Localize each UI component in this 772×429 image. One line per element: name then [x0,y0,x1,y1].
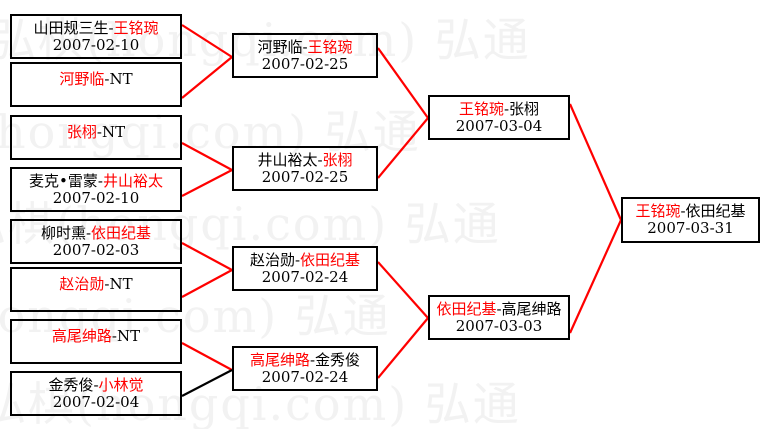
match-date: 2007-02-24 [261,267,349,286]
separator: - [309,351,316,369]
player-left: 依田纪基 [436,300,497,318]
match-date: 2007-02-25 [261,54,349,73]
player-right: 依田纪基 [685,202,746,220]
match-players: 河野临-NT [59,71,132,88]
player-left: 麦克•雷蒙 [29,172,98,190]
match-players: 依田纪基-高尾绅路 [436,301,561,318]
player-left: 张栩 [66,123,97,141]
match-players: 山田规三生-王铭琬 [33,20,158,37]
match-players: 麦克•雷蒙-井山裕太 [29,173,163,190]
match-node-r1m1[interactable]: 山田规三生-王铭琬 2007-02-10 [10,14,182,59]
player-right: 小林觉 [98,376,144,394]
match-date: 2007-02-24 [261,367,349,386]
match-players: 河野临-王铭琬 [257,39,352,56]
match-players: 高尾绅路-金秀俊 [250,352,360,369]
match-node-r1m4[interactable]: 麦克•雷蒙-井山裕太 2007-02-10 [10,167,182,212]
player-left: 王铭琬 [458,100,504,118]
match-node-final[interactable]: 王铭琬-依田纪基 2007-03-31 [621,197,760,243]
separator: - [496,300,502,318]
player-left: 河野临 [59,70,105,88]
match-players: 井山裕太-张栩 [257,152,352,169]
match-node-r3m1[interactable]: 王铭琬-张栩 2007-03-04 [428,95,570,140]
separator: - [97,172,103,190]
player-left: 赵治勋 [59,275,105,293]
player-right: NT [101,123,126,141]
player-right: 王铭琬 [307,38,353,56]
match-date: 2007-02-10 [52,35,140,54]
match-date: 2007-02-25 [261,167,349,186]
match-players: 王铭琬-依田纪基 [635,203,745,220]
player-left: 赵治勋 [249,251,295,269]
separator: - [96,123,102,141]
player-right: 依田纪基 [300,251,361,269]
match-date: 2007-03-31 [647,218,734,237]
player-left: 山田规三生 [33,19,109,37]
match-players: 柳时熏-依田纪基 [41,225,151,242]
player-right: NT [109,275,133,293]
match-node-r1m3[interactable]: 张栩-NT [10,115,182,160]
match-node-r2m4[interactable]: 高尾绅路-金秀俊 2007-02-24 [232,346,378,391]
player-left: 高尾绅路 [51,327,112,345]
player-left: 高尾绅路 [249,351,310,369]
match-node-r2m1[interactable]: 河野临-王铭琬 2007-02-25 [232,33,378,78]
match-date: 2007-03-04 [455,116,543,135]
separator: - [317,151,323,169]
player-right: 金秀俊 [315,351,361,369]
match-node-r2m2[interactable]: 井山裕太-张栩 2007-02-25 [232,146,378,191]
match-node-r2m3[interactable]: 赵治勋-依田纪基 2007-02-24 [232,246,378,291]
match-node-r1m5[interactable]: 柳时熏-依田纪基 2007-02-03 [10,219,182,264]
match-node-r1m7[interactable]: 高尾绅路-NT [10,319,182,364]
player-right: 高尾绅路 [501,300,562,318]
player-right: NT [109,70,133,88]
match-players: 金秀俊-小林觉 [48,377,143,394]
player-right: 井山裕太 [102,172,163,190]
separator: - [85,224,92,242]
match-players: 赵治勋-NT [59,276,132,293]
separator: - [104,275,110,293]
match-players: 赵治勋-依田纪基 [250,252,360,269]
player-right: 张栩 [322,151,353,169]
separator: - [503,100,510,118]
match-node-r1m2[interactable]: 河野临-NT [10,62,182,107]
match-date: 2007-02-10 [52,188,140,207]
match-players: 张栩-NT [67,124,125,141]
player-left: 井山裕太 [257,151,318,169]
match-node-r1m6[interactable]: 赵治勋-NT [10,267,182,312]
separator: - [680,202,686,220]
match-date: 2007-03-03 [455,316,543,335]
match-node-r3m2[interactable]: 依田纪基-高尾绅路 2007-03-03 [428,295,570,340]
player-right: NT [116,327,141,345]
match-players: 王铭琬-张栩 [459,101,539,118]
match-node-r1m8[interactable]: 金秀俊-小林觉 2007-02-04 [10,371,182,416]
match-players: 高尾绅路-NT [52,328,140,345]
player-left: 柳时熏 [40,224,86,242]
separator: - [93,376,99,394]
player-right: 依田纪基 [91,224,152,242]
separator: - [104,70,110,88]
separator: - [294,251,301,269]
player-left: 河野临 [257,38,303,56]
match-date: 2007-02-04 [52,392,140,411]
match-date: 2007-02-03 [52,240,140,259]
player-left: 金秀俊 [48,376,94,394]
player-left: 王铭琬 [635,202,681,220]
separator: - [302,38,308,56]
player-right: 张栩 [509,100,540,118]
separator: - [111,327,117,345]
player-right: 王铭琬 [113,19,159,37]
separator: - [108,19,114,37]
